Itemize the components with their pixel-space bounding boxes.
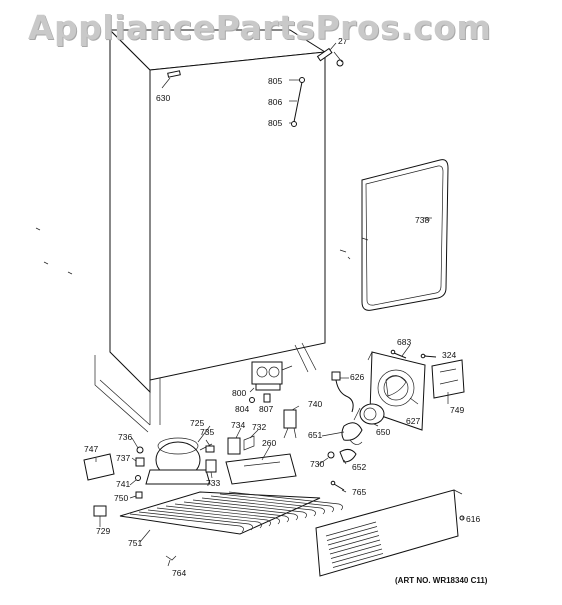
bracket-747	[83, 453, 115, 481]
label-626: 626	[350, 372, 364, 382]
label-733: 733	[206, 478, 220, 488]
label-725: 725	[190, 418, 204, 428]
coil-line	[174, 503, 289, 523]
label-27: 27	[338, 36, 348, 46]
drain-pan-260	[225, 453, 297, 485]
label-616: 616	[466, 514, 480, 524]
tie-764	[165, 555, 177, 561]
coil-line	[183, 501, 298, 521]
label-650: 650	[376, 427, 390, 437]
bracket-652	[339, 448, 357, 463]
relay-740	[283, 409, 297, 439]
art-number: (ART NO. WR18340 C11)	[395, 576, 488, 585]
harness-626	[331, 371, 354, 413]
label-651: 651	[308, 430, 322, 440]
label-735: 735	[200, 427, 214, 437]
label-804: 804	[235, 404, 249, 414]
label-732: 732	[252, 422, 266, 432]
control-board-749	[431, 359, 465, 399]
watermark: AppliancePartsPros.com	[28, 8, 492, 47]
coil-line	[201, 497, 316, 517]
label-747: 747	[84, 444, 98, 454]
label-749: 749	[450, 405, 464, 415]
label-765: 765	[352, 487, 366, 497]
label-741: 741	[116, 479, 130, 489]
label-630: 630	[156, 93, 170, 103]
part-labels: 27 630 805 806 805 738 683 324 626 800 8…	[84, 36, 480, 578]
fitting-807	[263, 393, 271, 403]
cover-733	[205, 459, 217, 473]
leader-lines	[95, 42, 464, 567]
door-closer-assembly	[289, 77, 305, 127]
label-627: 627	[406, 416, 420, 426]
coil-line	[138, 511, 253, 531]
label-807: 807	[259, 404, 273, 414]
washer-730	[327, 451, 335, 459]
sleeve-737	[135, 457, 145, 467]
water-valve-800	[251, 361, 293, 391]
label-736: 736	[118, 432, 132, 442]
coil-line	[228, 491, 343, 511]
label-738: 738	[415, 215, 429, 225]
fan-blade-651	[341, 422, 363, 445]
capacitor-729	[93, 505, 107, 517]
grille-slat	[327, 530, 379, 546]
stud-741	[135, 475, 141, 481]
label-730: 730	[310, 459, 324, 469]
condenser-751	[119, 491, 343, 535]
door-gasket	[361, 159, 449, 311]
grommet-736	[136, 446, 144, 454]
label-805a: 805	[268, 76, 282, 86]
grille-slat	[326, 526, 378, 541]
label-751: 751	[128, 538, 142, 548]
fan-motor-650	[353, 403, 385, 425]
label-750: 750	[114, 493, 128, 503]
screw-683	[390, 349, 407, 359]
clip-750	[135, 491, 143, 499]
grille-slat	[329, 539, 381, 555]
label-806: 806	[268, 97, 282, 107]
fitting-804	[249, 397, 255, 403]
label-683: 683	[397, 337, 411, 347]
coil-line	[147, 509, 262, 529]
label-805b: 805	[268, 118, 282, 128]
compressor-725	[145, 437, 213, 485]
grille-slat	[328, 535, 380, 550]
hinge-630	[161, 70, 181, 89]
cabinet	[35, 28, 351, 433]
start-relay-734	[227, 437, 241, 455]
coil-line	[165, 505, 280, 525]
coil-line	[156, 507, 271, 527]
coil-line	[129, 513, 244, 533]
label-729: 729	[96, 526, 110, 536]
clip-732	[243, 435, 255, 451]
label-800: 800	[232, 388, 246, 398]
label-737: 737	[116, 453, 130, 463]
label-324: 324	[442, 350, 456, 360]
grommet-735	[205, 445, 215, 453]
coil-line	[210, 495, 325, 515]
label-652: 652	[352, 462, 366, 472]
screw-324	[420, 353, 437, 359]
label-734: 734	[231, 420, 245, 430]
coil-line	[192, 499, 307, 519]
grille-616	[315, 489, 465, 577]
grille-slat	[325, 521, 377, 537]
hinge-27	[316, 47, 344, 67]
screw-765	[330, 480, 345, 491]
grille-slat	[331, 548, 383, 564]
coil-line	[219, 493, 334, 513]
grille-slat	[330, 544, 382, 559]
label-764: 764	[172, 568, 186, 578]
grille-slat	[332, 553, 384, 568]
label-260: 260	[262, 438, 276, 448]
label-740: 740	[308, 399, 322, 409]
